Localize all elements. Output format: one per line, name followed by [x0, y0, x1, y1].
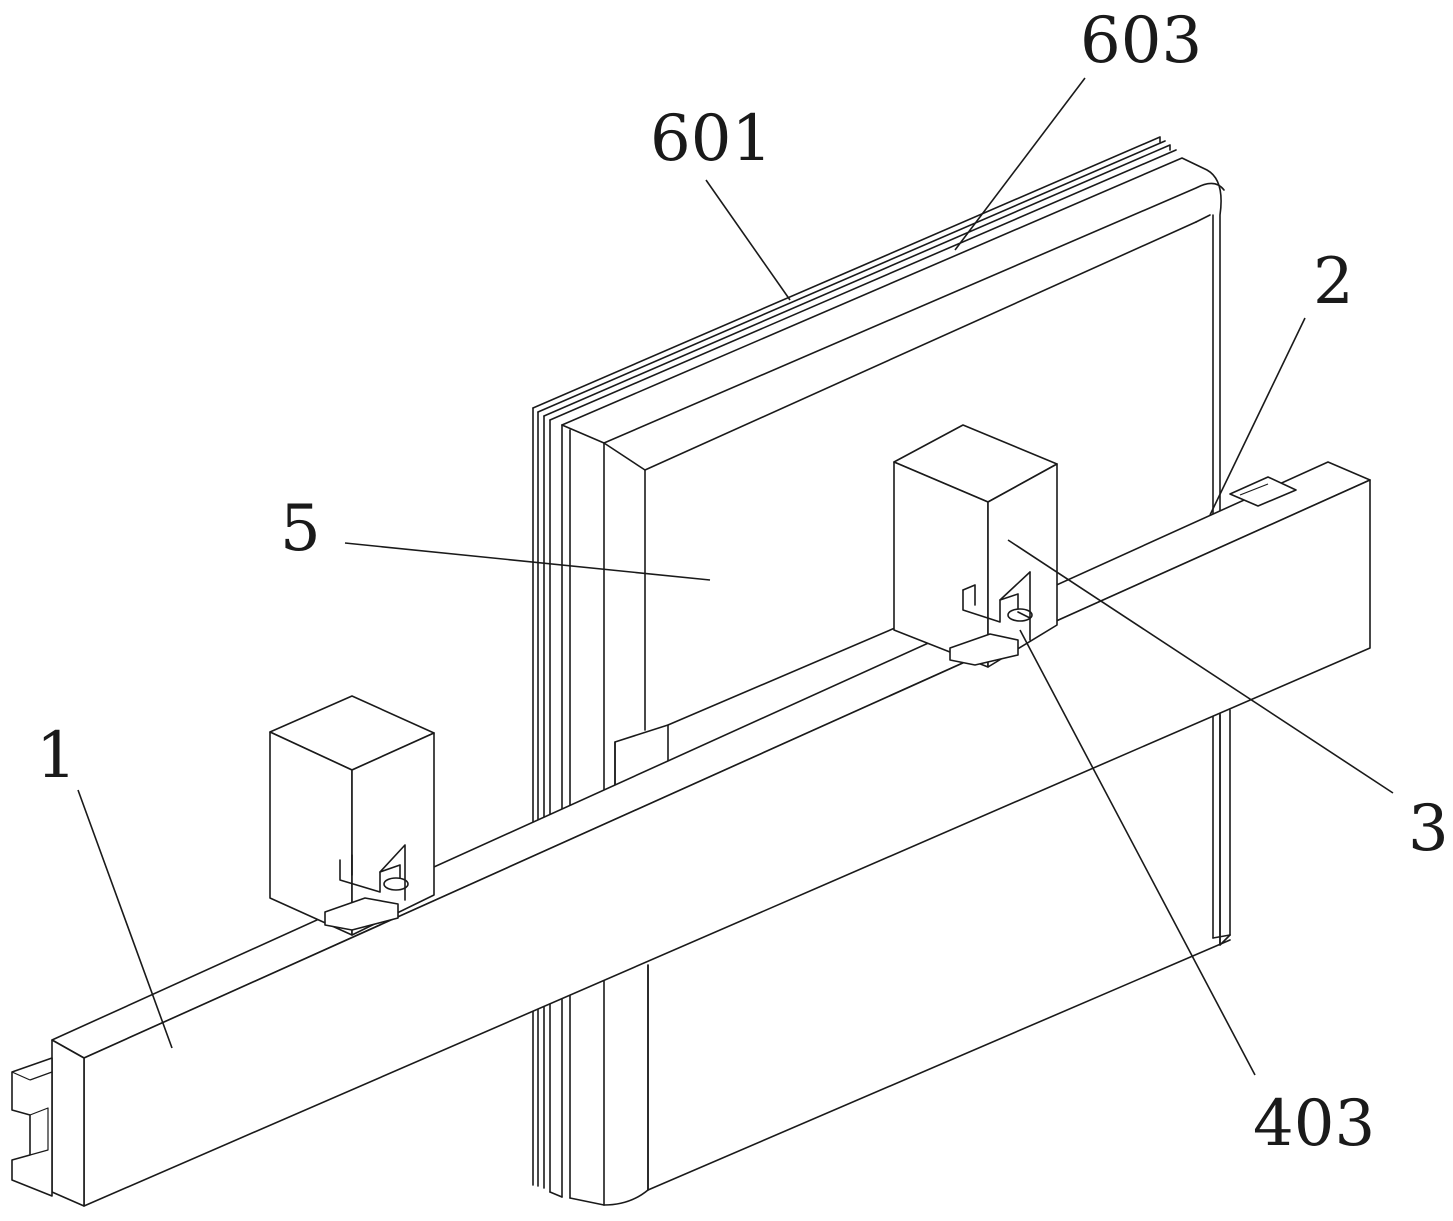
label-rail: 1	[36, 719, 77, 793]
label-frame-edge: 603	[1080, 4, 1202, 78]
label-glass-pane: 601	[650, 102, 772, 176]
leader-601	[706, 180, 790, 300]
clamp-block-right	[894, 425, 1057, 667]
leader-603	[955, 78, 1085, 250]
clamp-block-left	[270, 696, 434, 935]
label-panel: 5	[280, 492, 321, 566]
leader-5	[345, 543, 710, 580]
label-slot: 2	[1313, 245, 1354, 319]
rail	[12, 462, 1370, 1206]
label-latch: 403	[1253, 1087, 1375, 1161]
label-clamp-block: 3	[1408, 792, 1449, 866]
